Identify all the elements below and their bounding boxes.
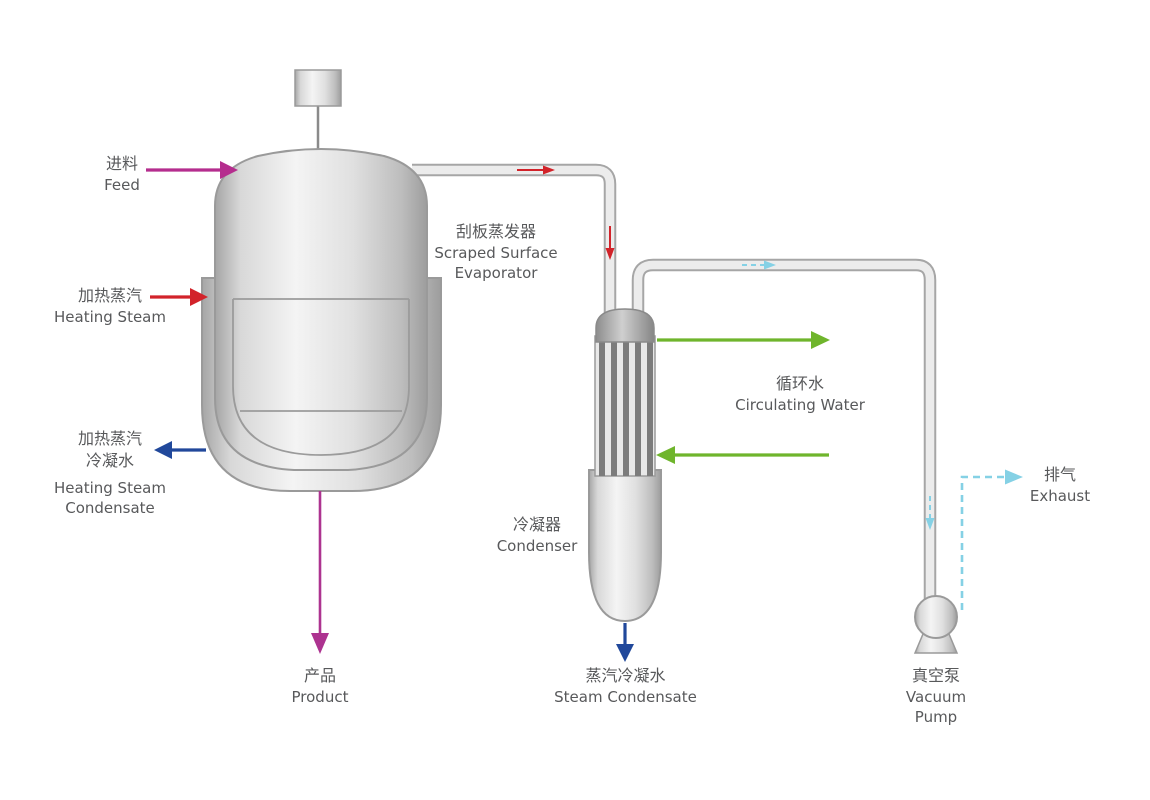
product-label: 产品 Product	[285, 665, 355, 707]
motor	[294, 69, 342, 107]
steam-condensate-arrow-head	[616, 644, 634, 662]
feed-label-zh: 进料	[105, 154, 138, 173]
evaporator-label-en2: Evaporator	[454, 264, 538, 282]
scraped-surface-evaporator	[201, 69, 442, 492]
feed-arrow	[146, 161, 238, 179]
condenser-bottom-shell	[588, 469, 662, 623]
exhaust-label-zh: 排气	[1043, 465, 1076, 484]
vapor-flow-v-head	[605, 248, 615, 260]
condenser-label-en: Condenser	[496, 537, 578, 555]
heating-steam-arrow	[150, 288, 208, 306]
condenser-tube	[647, 336, 653, 476]
vacuum-pump-label-en1: Vacuum	[905, 688, 967, 706]
vapor-pipe	[412, 163, 617, 330]
exhaust-arrow-head	[1005, 469, 1023, 485]
exhaust-arrow	[960, 469, 1023, 610]
heating-steam-label: 加热蒸汽 Heating Steam	[40, 285, 180, 327]
exhaust-dashed-line	[960, 475, 1005, 610]
condenser-tube	[611, 336, 617, 476]
exhaust-label-en: Exhaust	[1029, 487, 1091, 505]
vacuum-pump-body	[914, 595, 958, 639]
vacuum-pump-label: 真空泵 Vacuum Pump	[901, 665, 971, 727]
heating-steam-condensate-label: 加热蒸汽 冷凝水 Heating Steam Condensate	[40, 428, 180, 518]
evaporator-label-en1: Scraped Surface	[434, 244, 558, 262]
heating-steam-condensate-label-en1: Heating Steam	[54, 479, 166, 497]
condenser	[588, 308, 662, 623]
feed-label: 进料 Feed	[72, 153, 172, 195]
heating-steam-condensate-label-en2: Condensate	[65, 499, 155, 517]
vacuum-pump-label-en2: Pump	[914, 708, 958, 726]
vapor-flow-arrow-horizontal	[517, 165, 555, 175]
feed-label-en: Feed	[104, 176, 140, 194]
heating-steam-arrow-head	[190, 288, 208, 306]
gas-flow-h-head	[764, 260, 776, 270]
product-arrow	[311, 491, 329, 654]
condenser-label: 冷凝器 Condenser	[492, 514, 582, 556]
circulating-water-inlet-head	[656, 446, 675, 464]
circulating-water-inlet-arrow	[656, 446, 829, 464]
gas-flow-arrow-vertical	[925, 496, 935, 530]
evaporator-label: 刮板蒸发器 Scraped Surface Evaporator	[416, 221, 576, 283]
circulating-water-label-zh: 循环水	[775, 374, 824, 393]
steam-condensate-arrow	[616, 623, 634, 662]
circulating-water-label-en: Circulating Water	[735, 396, 865, 414]
heating-steam-label-en: Heating Steam	[54, 308, 166, 326]
condenser-to-pump-pipe	[631, 258, 937, 602]
heating-steam-condensate-arrow-head	[154, 441, 172, 459]
product-label-zh: 产品	[303, 666, 336, 685]
vacuum-pump	[913, 595, 959, 654]
condenser-to-pump-pipe-outline	[631, 258, 937, 602]
vessel-body	[214, 148, 428, 471]
circulating-water-label: 循环水 Circulating Water	[720, 373, 880, 415]
steam-condensate-label: 蒸汽冷凝水 Steam Condensate	[538, 665, 713, 707]
product-arrow-head	[311, 633, 329, 654]
condenser-tube	[599, 336, 605, 476]
vessel-inner-lines	[232, 298, 410, 456]
circulating-water-outlet-head	[811, 331, 830, 349]
condenser-tube	[623, 336, 629, 476]
vapor-flow-arrow-vertical	[605, 226, 615, 260]
gas-flow-arrow-horizontal	[742, 260, 776, 270]
steam-condensate-label-zh: 蒸汽冷凝水	[585, 666, 666, 685]
vapor-flow-h-head	[543, 165, 555, 175]
product-label-en: Product	[291, 688, 349, 706]
condenser-label-zh: 冷凝器	[512, 515, 561, 534]
gas-flow-v-head	[925, 518, 935, 530]
vapor-pipe-body	[412, 165, 615, 330]
feed-arrow-head	[220, 161, 238, 179]
condenser-tubes	[599, 336, 653, 476]
condenser-to-pump-pipe-body	[633, 260, 935, 602]
circulating-water-outlet-arrow	[657, 331, 830, 349]
condenser-top-cap	[595, 308, 655, 343]
condenser-tube	[635, 336, 641, 476]
heating-steam-condensate-label-zh2: 冷凝水	[85, 451, 134, 470]
evaporator-label-zh: 刮板蒸发器	[455, 222, 536, 241]
vacuum-pump-label-zh: 真空泵	[911, 666, 960, 685]
heating-steam-condensate-arrow	[154, 441, 206, 459]
steam-condensate-label-en: Steam Condensate	[554, 688, 697, 706]
heating-steam-condensate-label-zh1: 加热蒸汽	[77, 429, 142, 448]
inner-wall-line	[232, 299, 410, 456]
heating-steam-label-zh: 加热蒸汽	[77, 286, 142, 305]
exhaust-label: 排气 Exhaust	[1022, 464, 1098, 506]
